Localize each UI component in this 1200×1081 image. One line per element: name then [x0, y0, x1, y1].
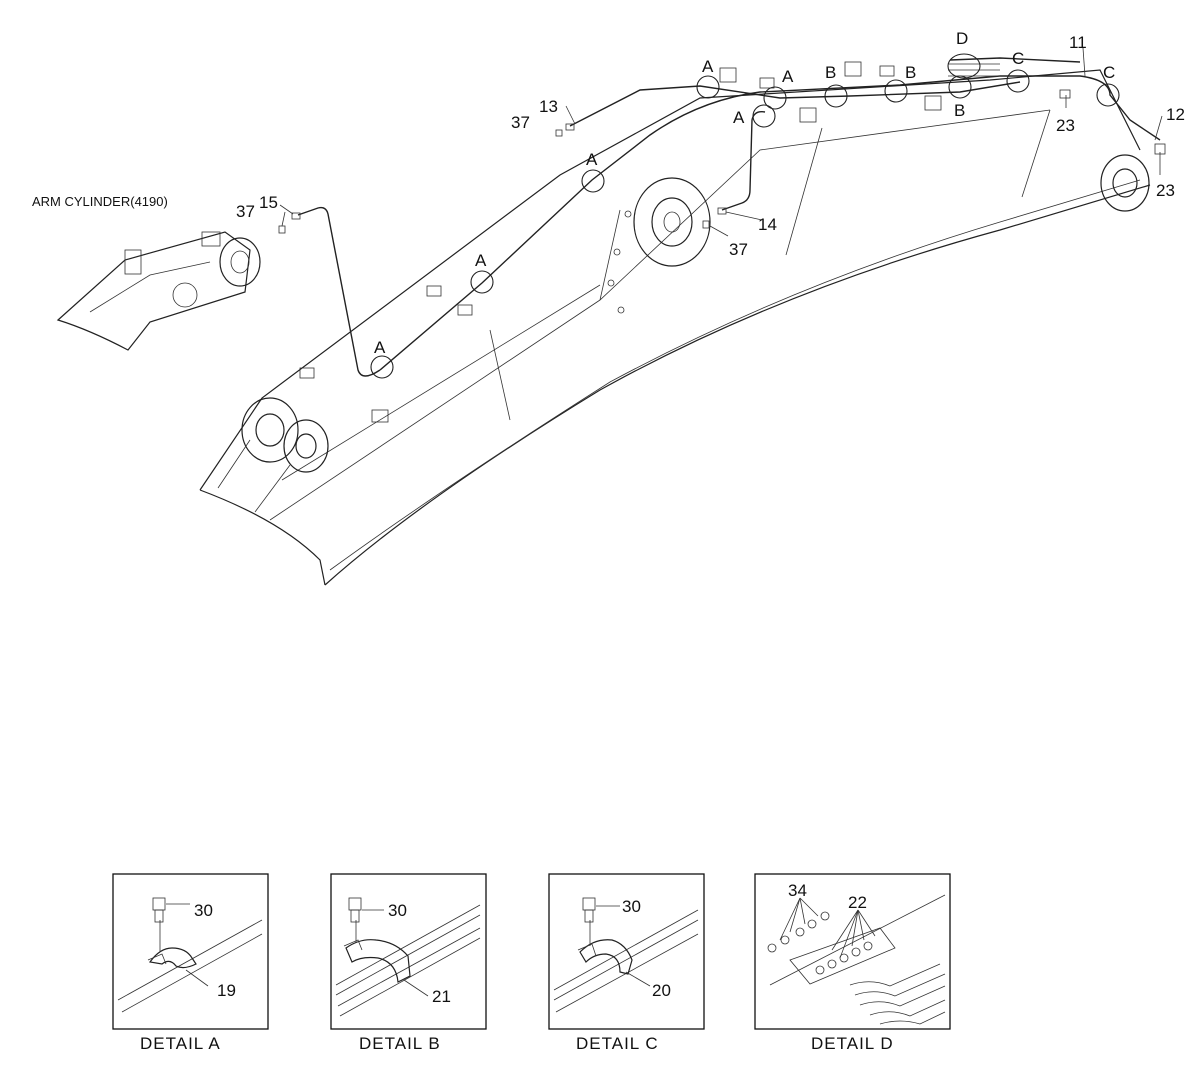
detail-marker-a: A: [586, 150, 598, 169]
part-number-label: 15: [259, 193, 278, 212]
detail-marker-a: A: [733, 108, 745, 127]
clamp-marker-circle: [763, 86, 787, 110]
detail-marker-b: B: [954, 101, 965, 120]
clamp-marker-circle: [470, 270, 494, 294]
clamp-marker-circle: [1096, 83, 1120, 107]
detail-marker-c: C: [1103, 63, 1115, 82]
part-number-label: 13: [539, 97, 558, 116]
detail-marker-a: A: [374, 338, 386, 357]
clamp-marker-circle: [884, 79, 908, 103]
detail-a-panel: 30 19 DETAIL A: [112, 873, 269, 1053]
part-number-label: 37: [236, 202, 255, 221]
bolt-part-label: 30: [194, 901, 213, 920]
part-number-label: 23: [1056, 116, 1075, 135]
clamp-part-label: 19: [217, 981, 236, 1000]
clamp-marker-circle: [581, 169, 605, 193]
part-number-label: 37: [511, 113, 530, 132]
detail-d-caption: DETAIL D: [811, 1034, 894, 1053]
part-number-label: 12: [1166, 105, 1185, 124]
detail-b-panel: 30 21 DETAIL B: [330, 873, 487, 1053]
pipe-lines: [278, 47, 1166, 379]
clamp-part-label: 20: [652, 981, 671, 1000]
arm-cylinder: [56, 231, 261, 351]
clamp-part-label: 22: [848, 893, 867, 912]
part-number-labels: 11 12 13 14 15 23 23 37 37 37: [236, 33, 1185, 259]
detail-reference-markers: A A A A A A B B B C C D: [374, 29, 1115, 357]
bolt-part-label: 34: [788, 881, 807, 900]
part-number-label: 37: [729, 240, 748, 259]
detail-marker-a: A: [702, 57, 714, 76]
bolt-part-label: 30: [388, 901, 407, 920]
clamp-marker-circle: [370, 355, 394, 379]
clamp-marker-circle: [947, 53, 981, 79]
detail-d-panel: 34 22 DETAIL D: [754, 873, 951, 1053]
detail-marker-a: A: [475, 251, 487, 270]
detail-a-caption: DETAIL A: [140, 1034, 221, 1053]
detail-marker-d: D: [956, 29, 968, 48]
clamp-marker-circle: [1006, 69, 1030, 93]
clamp-part-label: 21: [432, 987, 451, 1006]
clamp-marker-circle: [948, 75, 972, 99]
clamp-marker-circle: [696, 75, 720, 99]
clamp-marker-circle: [824, 84, 848, 108]
arm-cylinder-title: ARM CYLINDER(4190): [32, 194, 168, 209]
boom-body: [199, 61, 1151, 586]
part-number-label: 23: [1156, 181, 1175, 200]
clamp-marker-circle: [752, 104, 776, 128]
detail-marker-b: B: [825, 63, 836, 82]
part-number-label: 11: [1069, 33, 1087, 52]
detail-c-caption: DETAIL C: [576, 1034, 659, 1053]
detail-c-panel: 30 20 DETAIL C: [548, 873, 705, 1053]
part-number-label: 14: [758, 215, 777, 234]
detail-marker-c: C: [1012, 49, 1024, 68]
detail-marker-a: A: [782, 67, 794, 86]
detail-b-caption: DETAIL B: [359, 1034, 441, 1053]
detail-marker-b: B: [905, 63, 916, 82]
bolt-part-label: 30: [622, 897, 641, 916]
